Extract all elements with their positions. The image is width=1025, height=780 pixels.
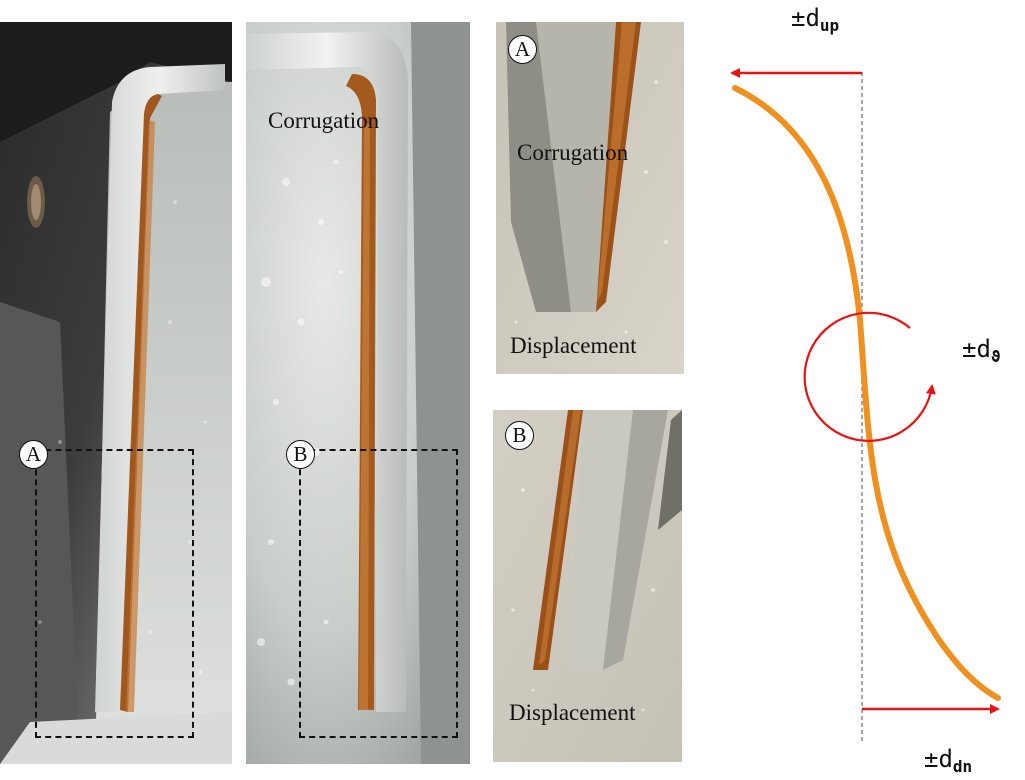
corrugation-label-zoom-a: Corrugation (517, 140, 629, 165)
zoom-b-image (493, 410, 682, 762)
photo-panel-right: Corrugation (246, 22, 470, 764)
photo-left-image (0, 22, 232, 764)
zoom-panel-b: Displacement (493, 410, 682, 762)
displacement-label-zoom-a: Displacement (510, 333, 637, 358)
deformed-beam-curve (732, 85, 1001, 701)
label-d-theta: ±dϑ (962, 335, 1001, 366)
badge-a-main: A (19, 440, 48, 469)
displacement-label-zoom-b: Displacement (509, 700, 636, 725)
deformation-schematic (730, 68, 1001, 742)
badge-a-zoom: A (508, 35, 537, 64)
rotation-arc (803, 311, 936, 442)
zoom-a-image (496, 22, 684, 374)
photo-panel-left (0, 22, 232, 764)
corrugation-label-main: Corrugation (268, 108, 380, 133)
detail-box-b (299, 449, 458, 738)
label-d-up: ±dup (791, 4, 840, 35)
label-d-dn: ±ddn (924, 745, 973, 776)
photo-right-image (246, 22, 470, 764)
badge-b-zoom: B (505, 421, 534, 450)
detail-box-a (35, 449, 194, 738)
zoom-panel-a: Corrugation Displacement (496, 22, 684, 374)
badge-b-main: B (286, 440, 315, 469)
